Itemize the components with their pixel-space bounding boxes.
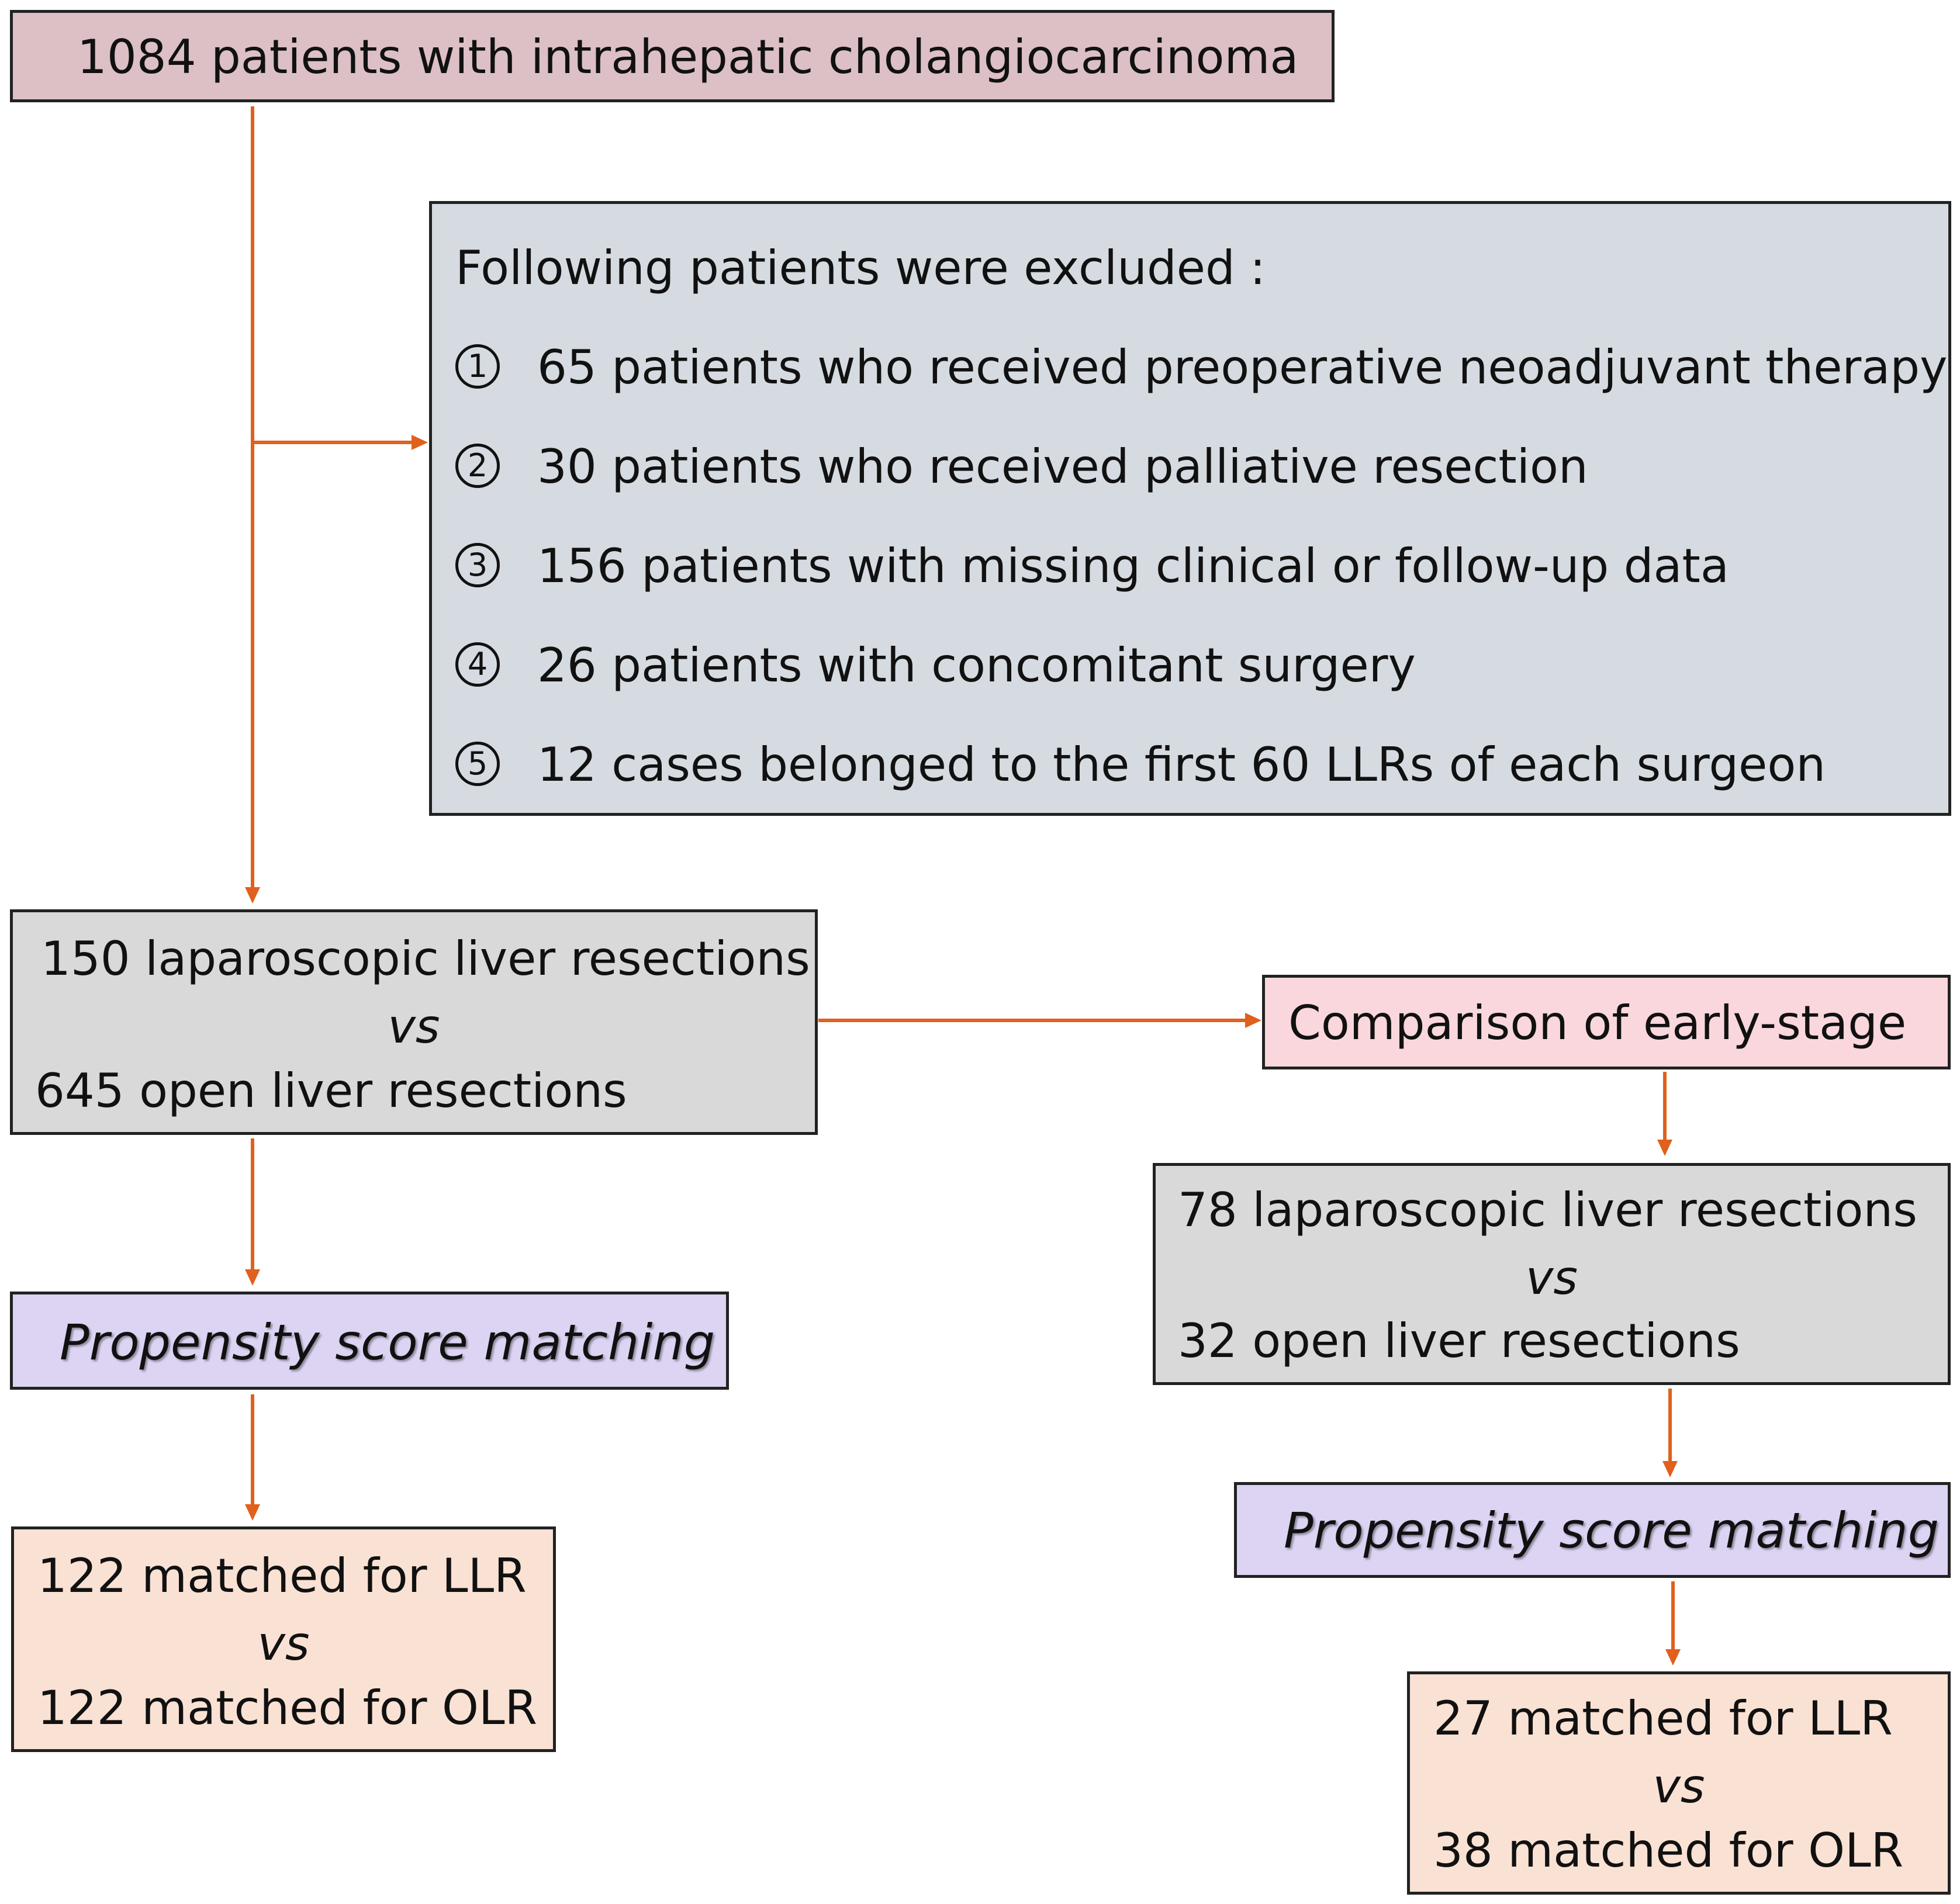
exclusion-item-2: 30 patients who received palliative rese…	[537, 439, 1588, 494]
early-psm-box: Propensity score matching	[1234, 1482, 1951, 1578]
early-psm-label: Propensity score matching	[1284, 1502, 1940, 1559]
early-matched-llr: 27 matched for LLR	[1433, 1691, 1893, 1746]
arrow-overall-to-early-head	[1245, 1013, 1261, 1028]
exclusion-number-2: 2	[455, 444, 500, 488]
early-result-vs: vs	[1653, 1759, 1705, 1813]
early-result-box: 27 matched for LLR vs 38 matched for OLR	[1407, 1671, 1951, 1895]
exclusion-item-1: 65 patients who received preoperative ne…	[537, 340, 1948, 394]
arrow-top-to-overall-head	[245, 887, 260, 903]
early-stage-label: Comparison of early-stage	[1288, 996, 1907, 1050]
exclusion-heading: Following patients were excluded :	[455, 241, 1266, 295]
top-cohort-label: 1084 patients with intrahepatic cholangi…	[77, 30, 1299, 84]
arrow-overall-to-psm-head	[245, 1269, 260, 1286]
arrow-psm-to-result-head	[245, 1504, 260, 1521]
exclusion-item-4: 26 patients with concomitant surgery	[537, 638, 1416, 693]
exclusion-number-5: 5	[455, 742, 500, 786]
overall-psm-box: Propensity score matching	[10, 1292, 729, 1390]
overall-vs: vs	[388, 999, 440, 1054]
early-vs: vs	[1525, 1251, 1578, 1305]
exclusion-number-3: 3	[455, 543, 500, 587]
arrow-early-cohort-to-psm-head	[1662, 1461, 1678, 1477]
overall-llr-count: 150 laparoscopic liver resections	[41, 932, 810, 986]
overall-matched-olr: 122 matched for OLR	[37, 1681, 538, 1735]
overall-comparison-box: 150 laparoscopic liver resections vs 645…	[10, 909, 818, 1135]
early-llr-count: 78 laparoscopic liver resections	[1178, 1183, 1917, 1237]
exclusion-box: Following patients were excluded : 1 65 …	[429, 201, 1951, 816]
exclusion-number-1: 1	[455, 344, 500, 389]
overall-result-box: 122 matched for LLR vs 122 matched for O…	[11, 1526, 556, 1752]
overall-result-vs: vs	[257, 1616, 310, 1671]
exclusion-item-5: 12 cases belonged to the first 60 LLRs o…	[537, 738, 1826, 792]
arrow-to-exclusion-head	[412, 435, 428, 450]
overall-psm-label: Propensity score matching	[60, 1314, 715, 1371]
top-cohort-box: 1084 patients with intrahepatic cholangi…	[10, 10, 1335, 102]
exclusion-number-4: 4	[455, 642, 500, 687]
early-stage-box: Comparison of early-stage	[1262, 975, 1951, 1069]
arrow-early-psm-to-result-head	[1665, 1649, 1681, 1666]
arrow-early-to-cohort-head	[1657, 1140, 1672, 1156]
early-olr-count: 32 open liver resections	[1178, 1314, 1740, 1368]
overall-matched-llr: 122 matched for LLR	[37, 1549, 527, 1603]
early-comparison-box: 78 laparoscopic liver resections vs 32 o…	[1153, 1163, 1951, 1385]
exclusion-item-3: 156 patients with missing clinical or fo…	[537, 539, 1729, 593]
early-matched-olr: 38 matched for OLR	[1433, 1823, 1904, 1878]
overall-olr-count: 645 open liver resections	[35, 1064, 627, 1118]
